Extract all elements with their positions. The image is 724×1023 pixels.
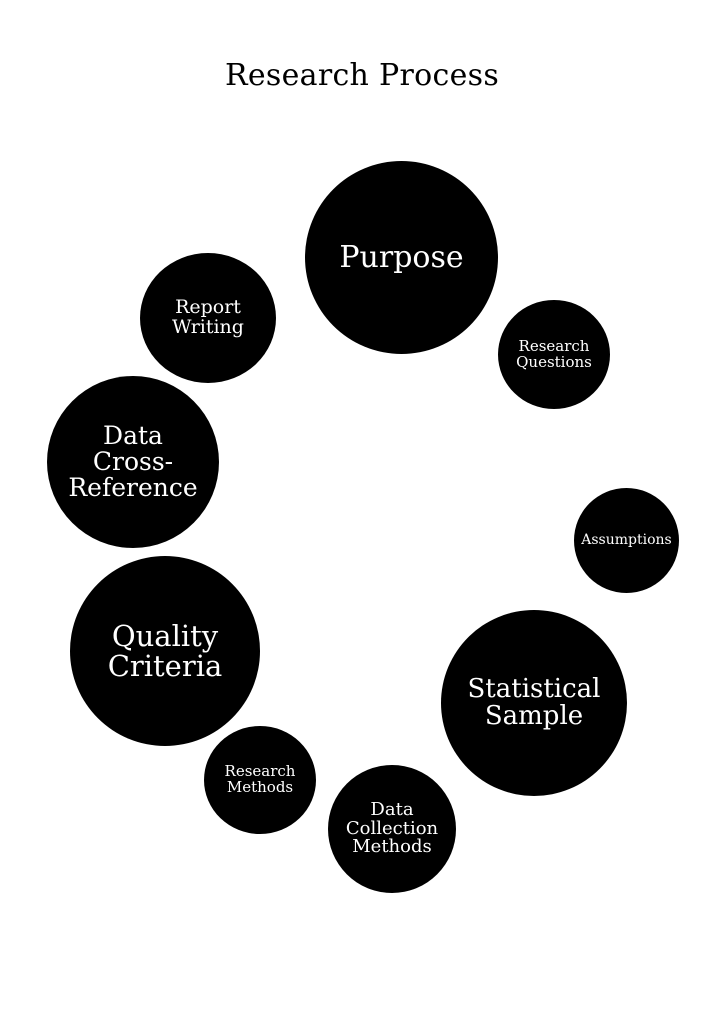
node-data-cross-reference: Data Cross-Reference — [47, 376, 219, 548]
node-research-methods: Research Methods — [204, 726, 316, 834]
node-data-collection-methods: Data Collection Methods — [328, 765, 456, 893]
node-assumptions: Assumptions — [574, 488, 679, 593]
node-report-writing: Report Writing — [140, 253, 276, 383]
node-statistical-sample: Statistical Sample — [441, 610, 627, 796]
node-quality-criteria: Quality Criteria — [70, 556, 260, 746]
node-purpose: Purpose — [305, 161, 498, 354]
node-research-questions: Research Questions — [498, 300, 610, 409]
diagram-title: Research Process — [224, 58, 500, 93]
